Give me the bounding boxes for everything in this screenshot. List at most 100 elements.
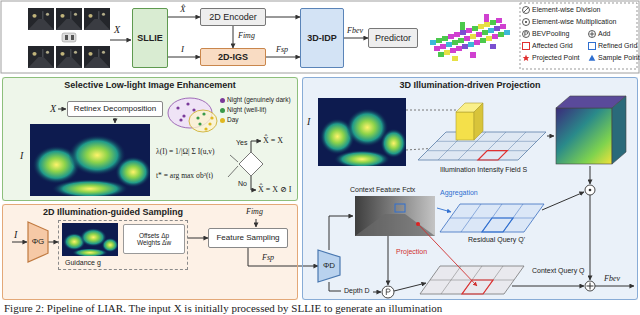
- legend-samples-part: [525, 32, 528, 36]
- legend-text: Element-wise Division: [532, 6, 600, 14]
- sllie-panel-art-part: [230, 155, 238, 162]
- idp-panel-art-part: [382, 286, 394, 298]
- label-text: I: [14, 229, 17, 241]
- idp-panel-art-part: [373, 292, 381, 293]
- edge-label: I: [181, 44, 184, 54]
- idp-panel-art-part: [595, 286, 634, 287]
- connector: [248, 248, 318, 266]
- connector: [48, 242, 58, 243]
- idp-panel-art-part: [329, 216, 353, 250]
- occupancy-prediction-part: [462, 44, 468, 49]
- trapezoid-shape: [28, 222, 48, 262]
- occupancy-prediction-part: [472, 26, 478, 31]
- sllie-panel-art-part: [192, 108, 195, 111]
- camera-images-part: [28, 46, 54, 68]
- sllie-panel-art-part: [202, 112, 205, 115]
- label-text: X: [50, 103, 56, 115]
- idp-panel-art-part: [585, 281, 595, 291]
- occupancy-prediction-part: [442, 36, 448, 41]
- node-text: Offsets Δp: [139, 232, 169, 239]
- label-text: Aggregation: [440, 189, 478, 197]
- legend-samples-part: [589, 43, 596, 50]
- occupancy-prediction-part: [500, 24, 506, 29]
- network-trapezoid: ΦD: [318, 250, 340, 282]
- occupancy-prediction-part: [446, 42, 452, 47]
- process-box: Retinex Decomposition: [67, 101, 163, 117]
- occupancy-prediction-part: [468, 42, 474, 47]
- idp-panel-art-part: [418, 132, 546, 160]
- legend-text: Night (genuinely dark): [227, 96, 291, 103]
- panel-heading: 2D Illumination-guided Sampling: [43, 207, 337, 217]
- sllie-panel-art-part: [228, 166, 238, 177]
- idp-panel-art-part: [474, 103, 483, 140]
- idp-panel-art-part: [462, 280, 493, 294]
- sllie-panel-art-part: [251, 176, 256, 190]
- label-text: X̂ = X ⊘ I: [258, 185, 291, 194]
- panel-grounds: [1, 1, 639, 300]
- idp-panel-art-part: [478, 151, 507, 160]
- occupancy-prediction-part: [434, 46, 440, 51]
- label-text: λ(I) = 1/|Ω| Σ I(u,v): [156, 148, 215, 157]
- connector: [168, 17, 200, 18]
- occupancy-prediction-part: [476, 32, 482, 37]
- sllie-panel-art-part: [176, 106, 179, 109]
- occupancy-prediction-part: [454, 32, 460, 37]
- legend-text: Sample Point: [598, 54, 640, 62]
- label-text: Yes: [236, 139, 247, 147]
- camera-images-part: [28, 8, 54, 30]
- sllie-panel-art: [30, 98, 263, 198]
- occupancy-prediction-part: [436, 38, 442, 43]
- trapezoid-shape: [318, 250, 340, 282]
- output-box: Offsets ΔpWeights Δw: [123, 224, 185, 254]
- occupancy-prediction-part: [482, 30, 488, 35]
- sllie-panel-art-part: [30, 124, 151, 198]
- sllie-panel-art-part: [239, 152, 263, 176]
- encoder-box: 2D Encoder: [200, 8, 266, 26]
- label-text: Projection: [396, 248, 427, 256]
- occupancy-prediction-part: [450, 48, 456, 53]
- occupancy-prediction-part: [464, 36, 470, 41]
- legend-text: Add: [598, 30, 610, 38]
- occupancy-prediction-part: [466, 28, 472, 33]
- occupancy-prediction-part: [460, 22, 465, 30]
- legend-swatch: [220, 118, 225, 123]
- occupancy-prediction-part: [486, 36, 492, 41]
- panel-grounds-part: [1, 1, 639, 73]
- idp-panel-art-part: [355, 196, 435, 236]
- sllie-panel-art-part: [58, 109, 66, 110]
- edge-label: Fsp: [276, 45, 288, 54]
- label-text: X̂ = X: [263, 136, 283, 145]
- label-text: Depth D: [344, 287, 370, 295]
- connector: [168, 57, 200, 58]
- label-text: I: [307, 116, 310, 128]
- igs-panel-art-part: [256, 219, 257, 227]
- legend-samples-part: [523, 31, 530, 38]
- idp-panel-art-part: [585, 185, 595, 195]
- label-text: Illumination Intensity Field S: [440, 166, 527, 174]
- occupancy-prediction-part: [440, 44, 446, 49]
- label-text: Fimg: [246, 207, 263, 216]
- group-caption: Guidance g: [65, 259, 193, 267]
- idp-panel-art-part: [437, 141, 537, 142]
- occupancy-prediction-part: [490, 44, 496, 49]
- idp-panel-art-part: [386, 289, 390, 295]
- panel-grounds-part: [302, 77, 638, 300]
- occupancy-prediction-part: [484, 14, 489, 22]
- occupancy-prediction: [430, 14, 510, 61]
- igs-panel-art-part: [62, 223, 119, 257]
- camera-images-part: [65, 35, 68, 40]
- idp-panel-art-part: [547, 136, 554, 137]
- legend-samples-part: [523, 19, 530, 26]
- idp-panel-art-part: [456, 112, 474, 140]
- legend-swatch: [220, 108, 225, 113]
- node-text: Weights Δw: [137, 239, 171, 246]
- idp-panel-art-part: [590, 166, 591, 184]
- idp-panel-art-part: [420, 266, 524, 294]
- label-text: Context Feature Fctx: [350, 186, 415, 194]
- camera-images-part: [62, 33, 76, 42]
- node-text: Feature Sampling: [216, 233, 279, 242]
- occupancy-prediction-part: [452, 56, 458, 61]
- node-text: SLLIE: [137, 33, 163, 43]
- edge-label: X̂: [180, 4, 186, 14]
- node-text: Predictor: [375, 33, 411, 43]
